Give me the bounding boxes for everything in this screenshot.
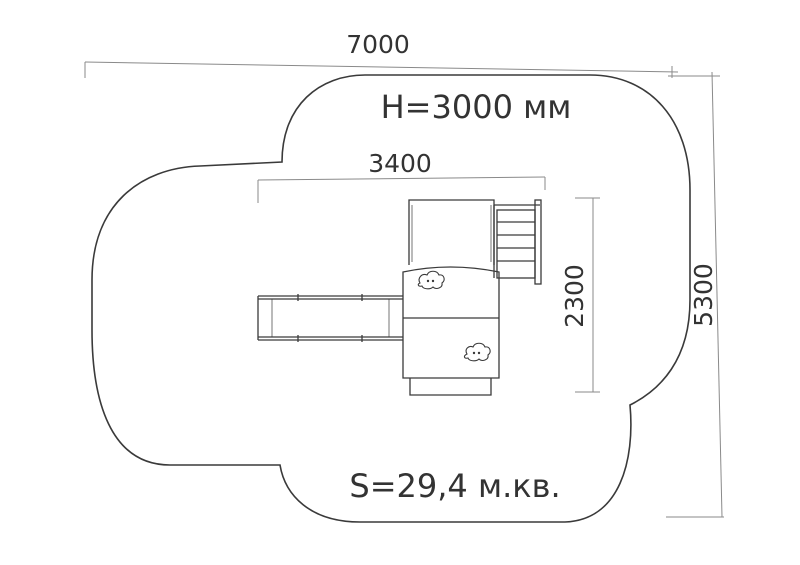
structure-height-dimension — [575, 197, 600, 393]
structure-width-label: 3400 — [368, 149, 432, 178]
ladder — [493, 199, 542, 285]
safety-zone-outline — [91, 74, 691, 523]
overall-width-label: 7000 — [346, 30, 410, 59]
tower-base-step — [409, 378, 492, 396]
slide — [257, 294, 403, 342]
tower-upper-platform — [408, 199, 495, 265]
area-label: S=29,4 м.кв. — [349, 467, 560, 505]
structure-height-label: 2300 — [560, 264, 589, 328]
structure-width-dimension — [257, 176, 546, 203]
tower-main-block — [402, 266, 500, 379]
cloud-decoration-icon — [417, 270, 445, 290]
overall-height-label: 5300 — [689, 263, 718, 327]
cloud-decoration-icon — [463, 342, 491, 362]
play-structure — [257, 199, 542, 396]
overall-height-dimension — [666, 71, 724, 518]
height-label: H=3000 мм — [381, 88, 572, 126]
